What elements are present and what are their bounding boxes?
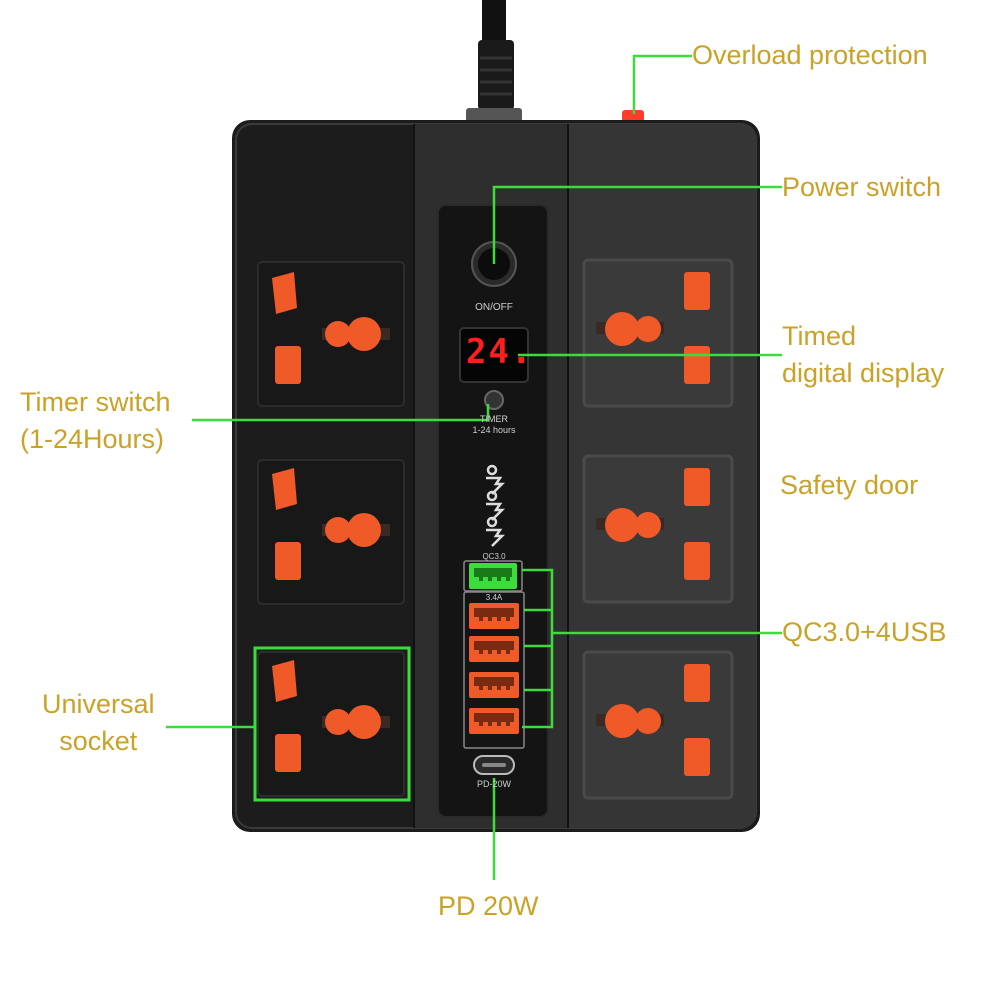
timer-switch-label-line2: (1-24Hours) [20, 424, 165, 454]
usb-port-1 [469, 603, 519, 629]
usb-current-label: 3.4A [485, 593, 503, 602]
display-digits: 24. [466, 332, 534, 372]
typec-label: PD-20W [476, 779, 511, 789]
usb-port-3 [469, 672, 519, 698]
universal-socket-label: Universal socket [42, 686, 155, 760]
universal-socket-highlight [253, 646, 411, 802]
timer-switch-label: Timer switch (1-24Hours) [20, 384, 171, 458]
on-off-label: ON/OFF [475, 302, 513, 313]
usb-port-2 [469, 636, 519, 662]
timed-display-label-line1: Timed [782, 321, 857, 351]
overload-button [622, 110, 644, 122]
timed-display-label: Timed digital display [782, 318, 944, 392]
timer-range-label: 1-24 hours [472, 425, 516, 435]
safety-door-label: Safety door [780, 470, 919, 500]
universal-socket-label-line2: socket [59, 726, 138, 756]
pd-label: PD 20W [438, 891, 539, 921]
safety-symbols [486, 464, 506, 547]
timer-label: TIMER [480, 414, 508, 424]
qc3-usb-port [469, 563, 517, 589]
usb-ports-label: QC3.0+4USB [782, 617, 947, 647]
usb-port-4 [469, 708, 519, 734]
universal-socket-label-line1: Universal [42, 689, 155, 719]
timer-button [484, 390, 504, 410]
cord-strain-relief [478, 40, 514, 110]
leader-lines [166, 54, 782, 880]
timer-switch-label-line1: Timer switch [20, 387, 171, 417]
qc-label: QC3.0 [482, 552, 506, 561]
overload-protection-label: Overload protection [692, 40, 928, 70]
timed-display-label-line2: digital display [782, 358, 945, 388]
power-switch-label: Power switch [782, 172, 942, 202]
